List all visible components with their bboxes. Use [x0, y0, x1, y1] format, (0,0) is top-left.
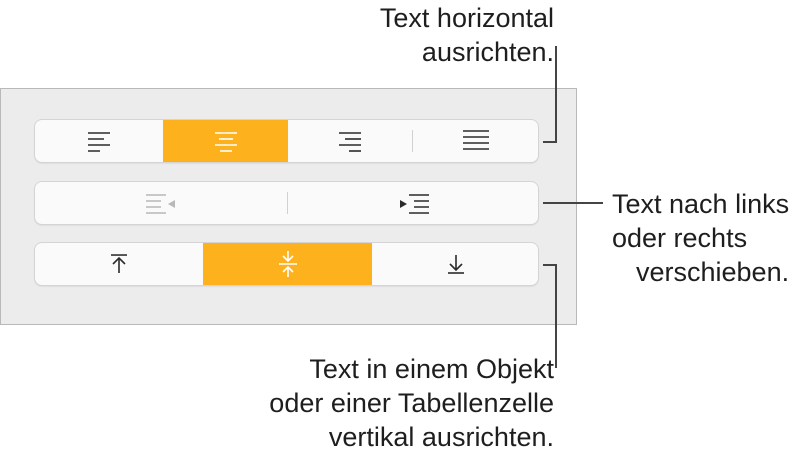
vertical-alignment-control: [34, 242, 539, 286]
decrease-indent-icon: [146, 194, 175, 214]
segment-divider: [412, 130, 413, 152]
callout-horizontal-align: Text horizontal ausrichten.: [380, 1, 554, 69]
callout-vertical-line2: oder einer Tabellenzelle: [269, 388, 554, 418]
horizontal-alignment-control: [34, 119, 539, 163]
increase-indent-button[interactable]: [288, 182, 538, 224]
increase-indent-icon: [400, 194, 429, 214]
align-top-icon: [111, 254, 127, 273]
callout-line-vertical-horizontal: [543, 264, 557, 266]
align-left-icon: [88, 132, 110, 152]
align-bottom-icon: [448, 255, 464, 274]
align-top-button[interactable]: [35, 243, 203, 285]
align-bottom-button[interactable]: [372, 243, 538, 285]
callout-indent: Text nach links oder rechts verschieben.: [612, 187, 789, 289]
callout-vertical-align: Text in einem Objekt oder einer Tabellen…: [269, 352, 554, 454]
callout-line-indent: [543, 202, 603, 204]
callout-vertical-line1: Text in einem Objekt: [309, 354, 554, 384]
align-center-button[interactable]: [163, 120, 288, 162]
align-center-icon: [214, 132, 237, 152]
segment-divider: [287, 192, 288, 214]
align-right-button[interactable]: [288, 120, 412, 162]
align-middle-icon: [278, 251, 297, 277]
align-right-icon: [339, 132, 361, 152]
callout-line-horizontal-horizontal: [543, 141, 557, 143]
decrease-indent-button[interactable]: [35, 182, 287, 224]
callout-indent-line3: verschieben.: [636, 257, 790, 287]
callout-line-horizontal-vertical: [555, 46, 557, 143]
callout-indent-line1: Text nach links: [612, 189, 790, 219]
callout-line-vertical-vertical: [555, 264, 557, 368]
align-middle-button[interactable]: [203, 243, 372, 285]
callout-horizontal-line2: ausrichten.: [421, 37, 554, 67]
callout-horizontal-line1: Text horizontal: [379, 3, 554, 33]
align-justify-button[interactable]: [412, 120, 538, 162]
callout-indent-line2: oder rechts: [612, 223, 748, 253]
align-justify-icon: [463, 130, 489, 150]
align-left-button[interactable]: [35, 120, 163, 162]
callout-vertical-line3: vertikal ausrichten.: [328, 422, 554, 452]
indent-control: [34, 181, 539, 225]
